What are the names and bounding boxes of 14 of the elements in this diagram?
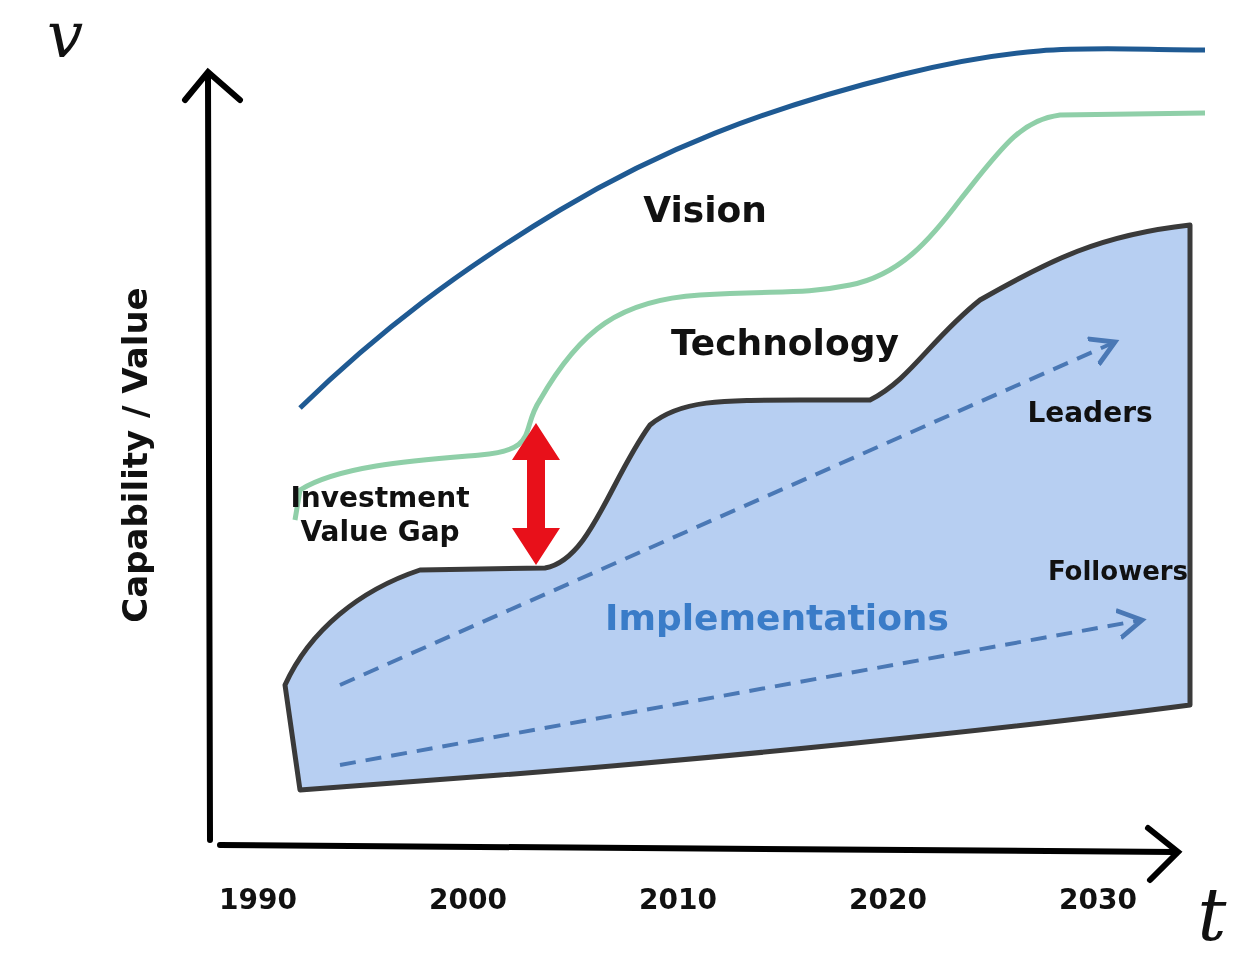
tick-label: 2020 [849, 883, 927, 917]
tick-label: 2000 [429, 883, 507, 917]
tick-label: 1990 [219, 883, 297, 917]
curve-label: Technology [671, 321, 899, 365]
area-label: Implementations [605, 596, 949, 640]
axis-letter: v [46, 0, 84, 74]
tick-label: 2030 [1059, 883, 1137, 917]
axis-letter: t [1197, 871, 1227, 955]
series-label: Leaders [1027, 396, 1153, 430]
series-label: Followers [1047, 556, 1189, 588]
tick-label: 2010 [639, 883, 717, 917]
axis-title: Capability / Value [114, 287, 156, 623]
curve-label: Vision [643, 188, 767, 232]
gap-label: Investment Value Gap [289, 481, 471, 549]
